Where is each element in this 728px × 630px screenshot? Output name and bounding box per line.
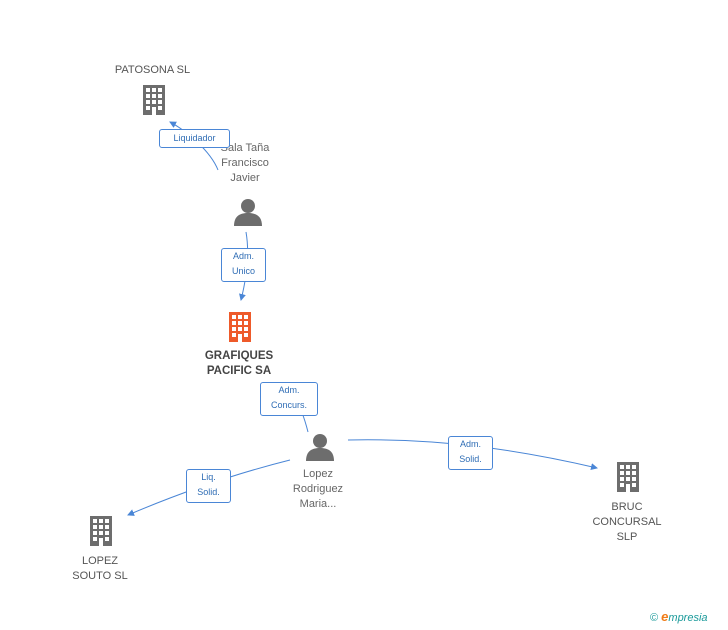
edge-label-liq-solid: Liq. Solid. — [186, 469, 231, 503]
edge-label-adm-unico: Adm. Unico — [221, 248, 266, 282]
edge-label-adm-solid: Adm. Solid. — [448, 436, 493, 470]
empresia-logo-e: e — [661, 609, 669, 624]
empresia-footer[interactable]: © empresia — [650, 609, 708, 624]
sala-label[interactable]: Sala Taña Francisco Javier — [220, 142, 270, 184]
lopez-souto-label[interactable]: LOPEZ SOUTO SL — [72, 555, 128, 582]
patosona-label[interactable]: PATOSONA SL — [114, 64, 191, 76]
copyright-icon: © — [650, 612, 659, 624]
edge-label-liquidador: Liquidador — [159, 129, 230, 148]
grafiques-label[interactable]: GRAFIQUES PACIFIC SA — [204, 350, 274, 377]
lopez-person-icon[interactable] — [306, 434, 334, 461]
bruc-building-icon[interactable] — [617, 462, 639, 492]
patosona-building-icon[interactable] — [143, 85, 165, 115]
grafiques-building-icon[interactable] — [229, 312, 251, 342]
empresia-logo-text: mpresia — [668, 612, 708, 624]
lopez-label[interactable]: Lopez Rodriguez Maria... — [292, 468, 344, 510]
edge-label-adm-concurs: Adm. Concurs. — [260, 382, 318, 416]
bruc-label[interactable]: BRUC CONCURSAL SLP — [592, 501, 662, 543]
sala-person-icon[interactable] — [234, 199, 262, 226]
lopez-souto-building-icon[interactable] — [90, 516, 112, 546]
